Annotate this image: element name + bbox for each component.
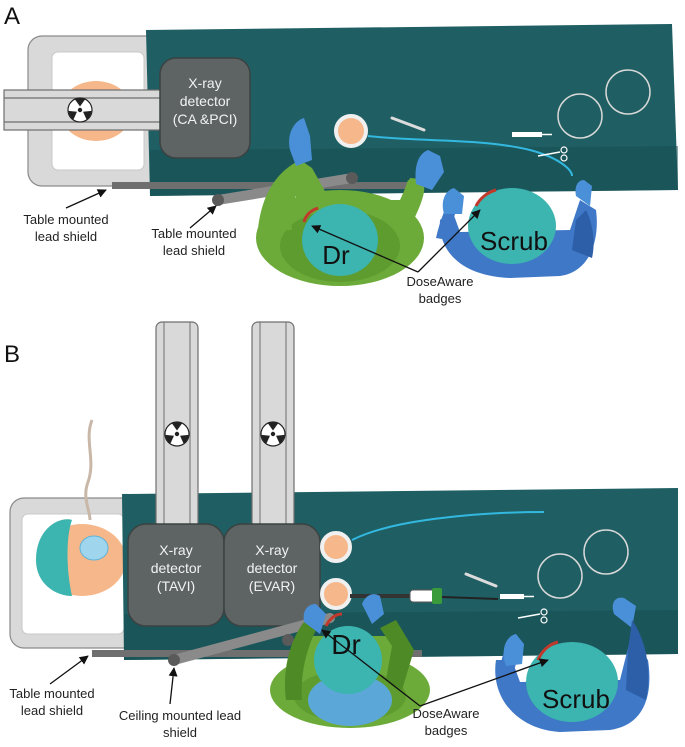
svg-text:(CA &PCI): (CA &PCI) bbox=[173, 111, 238, 127]
svg-text:lead shield: lead shield bbox=[163, 243, 225, 258]
scrub-b: Scrub bbox=[495, 597, 650, 732]
label-table-shield-a1: Table mounted bbox=[23, 212, 108, 227]
access-site-b1 bbox=[320, 531, 352, 563]
svg-text:detector: detector bbox=[180, 93, 231, 109]
doctor-b: Dr bbox=[270, 594, 430, 728]
scissors-icon bbox=[517, 608, 548, 624]
radiation-icon bbox=[163, 421, 191, 447]
scalpel-icon bbox=[464, 572, 498, 588]
access-site-a bbox=[334, 114, 368, 148]
svg-text:badges: badges bbox=[425, 723, 468, 738]
label-badges-b: DoseAware bbox=[413, 706, 480, 721]
scrub-label-a: Scrub bbox=[480, 226, 548, 256]
wire-loop-icon bbox=[537, 529, 629, 599]
wire-loop-icon bbox=[557, 69, 651, 139]
svg-text:detector: detector bbox=[247, 560, 298, 576]
svg-text:detector: detector bbox=[151, 560, 202, 576]
doctor-label-b: Dr bbox=[331, 629, 361, 660]
svg-text:X-ray: X-ray bbox=[159, 542, 192, 558]
iv-line-b bbox=[84, 419, 94, 521]
panel-a-letter: A bbox=[4, 3, 20, 30]
xray-detector-a bbox=[159, 57, 251, 159]
scrub-label-b: Scrub bbox=[542, 684, 610, 714]
panel-b: B X-ray detector (TAVI) X-ray detector (… bbox=[4, 321, 678, 740]
syringe-icon bbox=[512, 132, 552, 137]
guidewire-b bbox=[351, 511, 545, 541]
syringe-icon bbox=[500, 594, 534, 599]
label-ceiling-shield-b: Ceiling mounted lead bbox=[119, 708, 241, 723]
svg-text:lead shield: lead shield bbox=[35, 229, 97, 244]
table-shield-a bbox=[112, 182, 412, 189]
access-site-b2 bbox=[320, 578, 352, 610]
scissors-icon bbox=[537, 146, 568, 162]
scrub-a: Scrub bbox=[436, 180, 597, 278]
svg-text:(EVAR): (EVAR) bbox=[249, 578, 295, 594]
svg-text:badges: badges bbox=[419, 291, 462, 306]
table-shield-b bbox=[92, 650, 422, 657]
xray-detector-b2 bbox=[223, 523, 321, 627]
panel-a: A X-ray detector (CA &PCI) bbox=[3, 3, 678, 306]
doctor-label-a: Dr bbox=[322, 240, 350, 270]
svg-text:X-ray: X-ray bbox=[188, 75, 221, 91]
panel-b-letter: B bbox=[4, 341, 20, 368]
c-arm-a bbox=[3, 89, 183, 131]
svg-text:(TAVI): (TAVI) bbox=[157, 578, 195, 594]
radiation-icon bbox=[66, 97, 94, 123]
label-badges-a: DoseAware bbox=[407, 274, 474, 289]
radiation-icon bbox=[259, 421, 287, 447]
scalpel-icon bbox=[390, 116, 426, 132]
svg-text:shield: shield bbox=[163, 725, 197, 740]
svg-text:X-ray: X-ray bbox=[255, 542, 288, 558]
svg-text:lead shield: lead shield bbox=[21, 703, 83, 718]
label-table-shield-a2: Table mounted bbox=[151, 226, 236, 241]
guidewire-a bbox=[367, 135, 573, 177]
label-table-shield-b: Table mounted bbox=[9, 686, 94, 701]
oxygen-mask-b bbox=[79, 535, 109, 561]
